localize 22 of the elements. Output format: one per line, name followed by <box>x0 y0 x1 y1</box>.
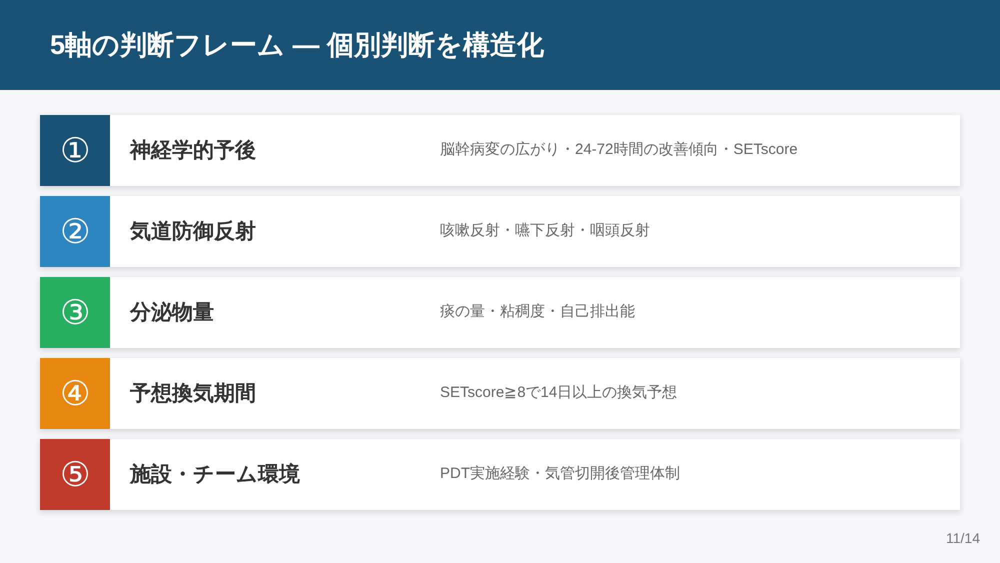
axis-heading: 神経学的予後 <box>130 138 257 164</box>
axis-description: 痰の量・粘稠度・自己排出能 <box>440 302 635 322</box>
axis-card <box>40 358 960 429</box>
axis-heading: 分泌物量 <box>130 300 215 326</box>
axis-description: 脳幹病変の広がり・24-72時間の改善傾向・SETscore <box>440 140 798 160</box>
number-tile: ③ <box>40 277 110 348</box>
number-tile: ④ <box>40 358 110 429</box>
axis-description: 咳嗽反射・嚥下反射・咽頭反射 <box>440 221 650 242</box>
axis-card <box>40 277 960 348</box>
number-tile: ⑤ <box>40 439 110 510</box>
axis-description: SETscore≧8で14日以上の換気予想 <box>440 383 678 404</box>
page-number: 11/14 <box>946 529 980 548</box>
number-tile: ① <box>40 115 110 186</box>
axis-card <box>40 115 960 186</box>
axis-card <box>40 439 960 510</box>
axis-heading: 施設・チーム環境 <box>130 462 301 488</box>
axis-heading: 予想換気期間 <box>130 380 257 407</box>
number-tile: ② <box>40 196 110 267</box>
axis-card <box>40 196 960 267</box>
axis-heading: 気道防御反射 <box>130 218 257 245</box>
slide-title: 5軸の判断フレーム — 個別判断を構造化 <box>50 28 544 62</box>
axis-description: PDT実施経験・気管切開後管理体制 <box>440 464 680 484</box>
